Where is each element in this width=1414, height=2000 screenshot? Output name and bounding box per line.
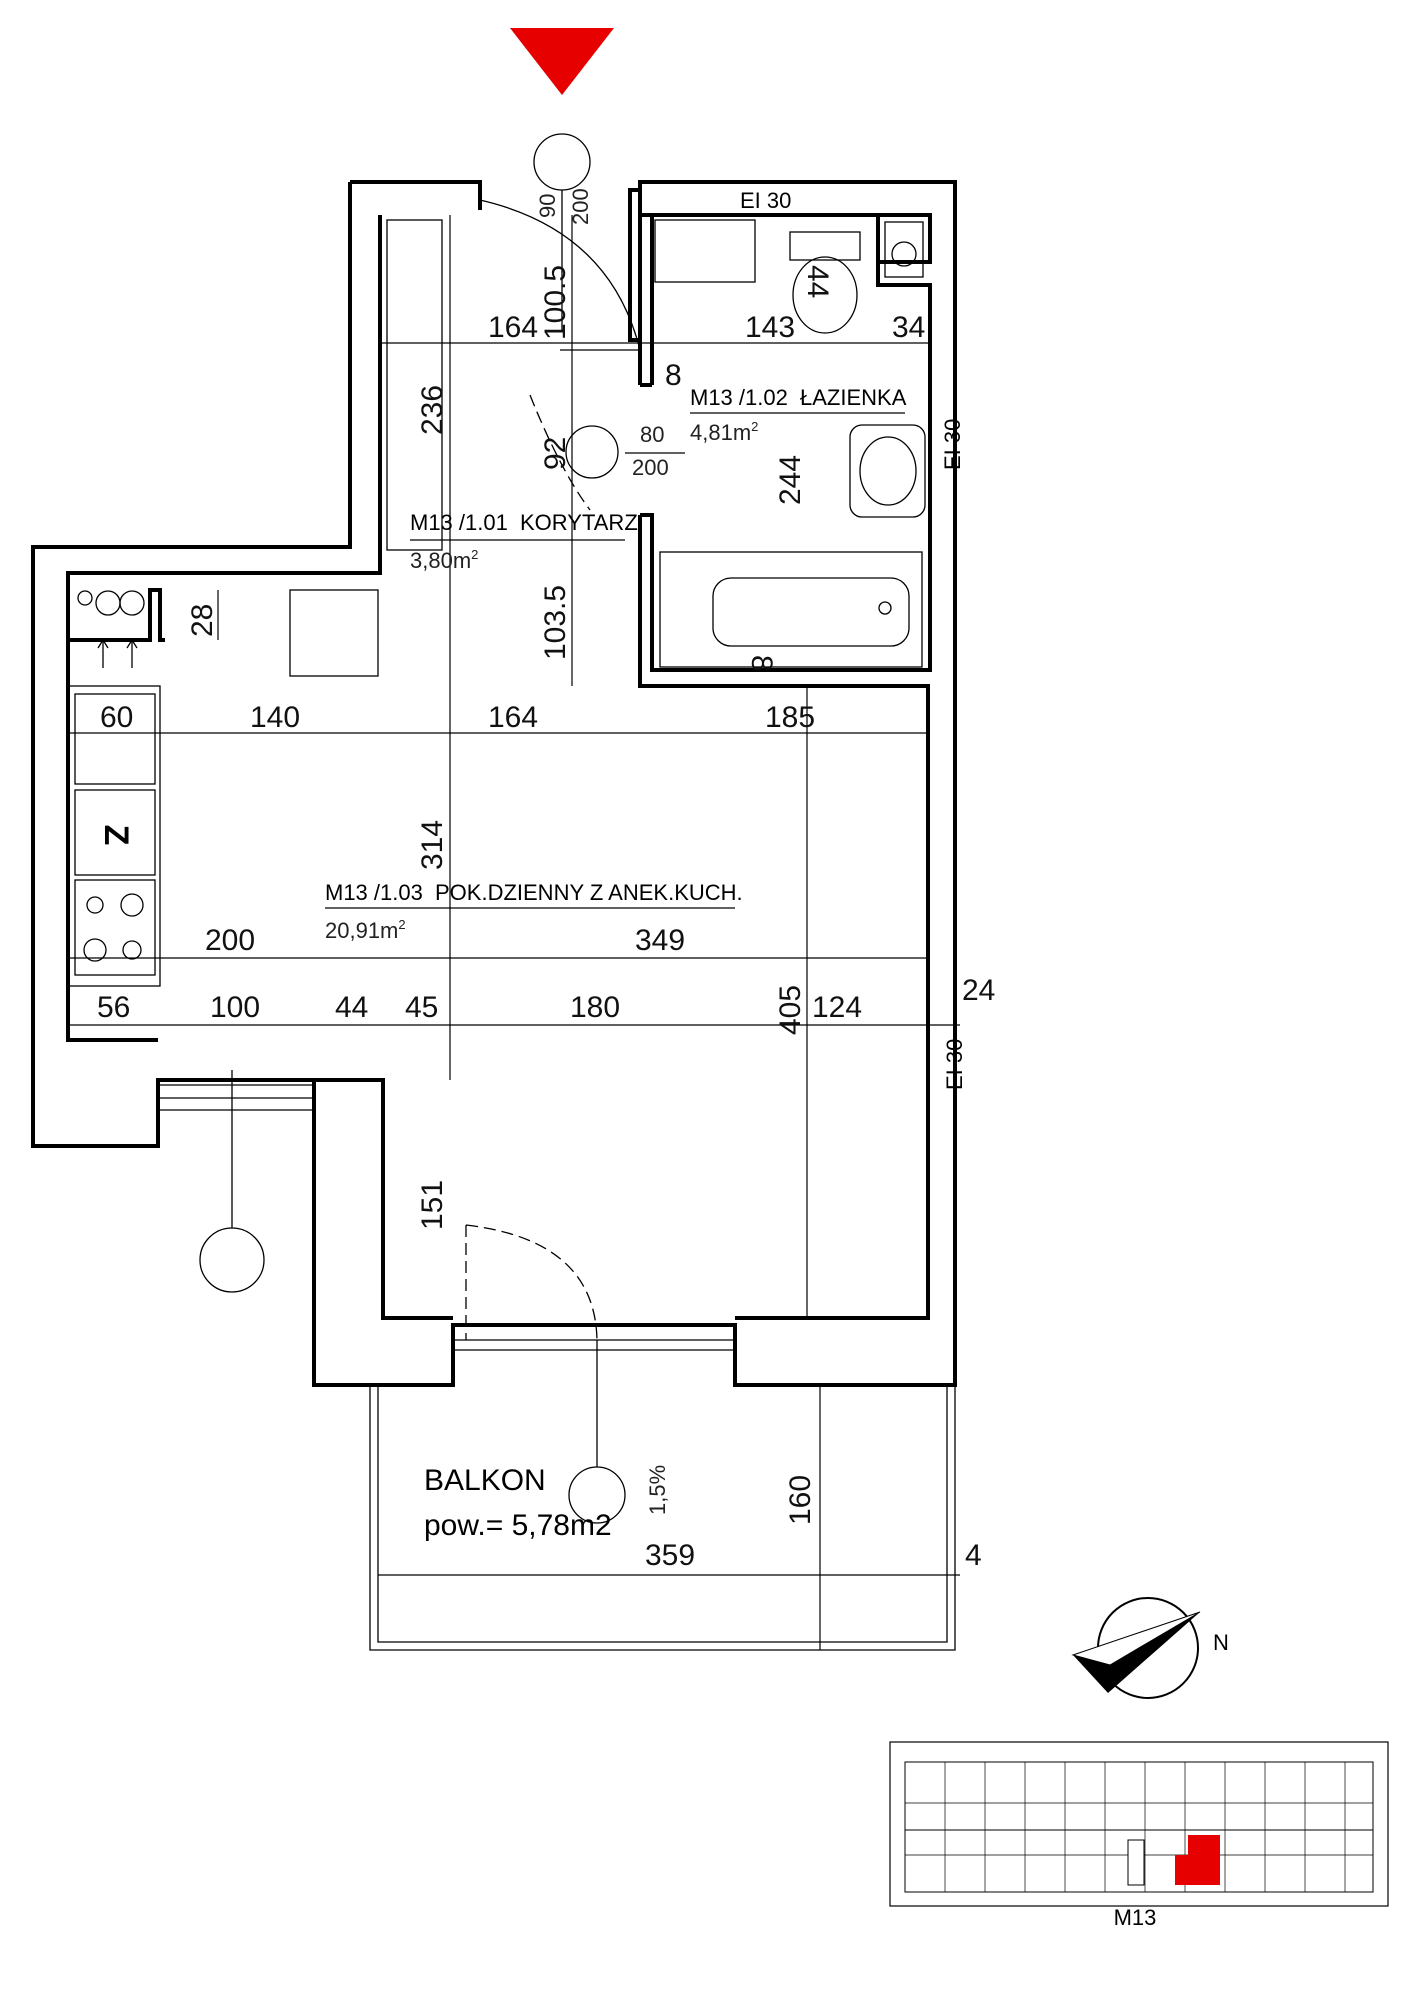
dim-label: 28: [186, 604, 219, 637]
walls: [31, 180, 957, 1387]
dim-label: 44: [801, 265, 834, 298]
dimension-lines: [68, 215, 960, 1650]
living-code: M13 /1.03: [325, 880, 423, 905]
fire-rating-living-right: EI 30: [942, 1039, 967, 1090]
corridor-code: M13 /1.01: [410, 510, 508, 535]
fridge-letter: Z: [97, 825, 135, 846]
fridge-icon: [74, 789, 156, 876]
vent-icon: [119, 590, 145, 616]
bathroom-door-height: 200: [632, 455, 669, 480]
dim-label: 314: [416, 820, 449, 870]
stove-icon: [74, 879, 156, 976]
dim-label: 164: [488, 701, 538, 734]
key-plan-label: M13: [1114, 1905, 1157, 1930]
dim-label: 92: [539, 437, 572, 470]
balcony-slope: 1,5%: [645, 1465, 670, 1515]
corridor-area: 3,80m2: [410, 547, 478, 573]
dim-label: 236: [416, 385, 449, 435]
fire-ratings: EI 30 EI 30 EI 30: [740, 188, 967, 1090]
balcony-labels: BALKON pow.= 5,78m2 1,5% 359 160 4: [424, 1464, 982, 1572]
fire-rating-bathroom-top: EI 30: [740, 188, 791, 213]
room-labels: M13 /1.01 KORYTARZ 3,80m2 M13 /1.02 ŁAZI…: [325, 385, 907, 943]
door-labels: 90 200 80 200: [535, 188, 685, 480]
dim-label: 349: [635, 924, 685, 957]
entrance-door-width: 90: [535, 194, 560, 218]
sink-icon: [849, 424, 926, 518]
unit-highlight: [1175, 1835, 1220, 1885]
dim-label: 24: [962, 974, 995, 1007]
corridor-name: KORYTARZ: [520, 510, 638, 535]
balcony-width: 359: [645, 1539, 695, 1572]
dim-label: 405: [774, 985, 807, 1035]
dim-label: 124: [812, 991, 862, 1024]
balcony-gap: 4: [965, 1539, 982, 1572]
dim-label: 185: [765, 701, 815, 734]
dim-label: 180: [570, 991, 620, 1024]
entrance-door-height: 200: [568, 188, 593, 225]
bathroom-code: M13 /1.02: [690, 385, 788, 410]
balcony-area: pow.= 5,78m2: [424, 1509, 612, 1542]
dim-label: 34: [892, 311, 925, 344]
dim-label: 8: [665, 359, 682, 392]
bathroom-area: 4,81m2: [690, 419, 758, 445]
dim-label: 244: [774, 455, 807, 505]
dim-label: 60: [100, 701, 133, 734]
bathtub-icon: [659, 551, 923, 668]
entrance-marker: [510, 28, 614, 95]
dim-label: 103.5: [539, 585, 572, 660]
dim-label: 100: [210, 991, 260, 1024]
balcony-name: BALKON: [424, 1464, 546, 1497]
boiler-icon: [884, 221, 924, 278]
dim-label: 8: [745, 655, 778, 672]
toilet-icon: [789, 231, 861, 261]
dim-label: 100.5: [539, 265, 572, 340]
vent-icon: [95, 590, 121, 616]
fixtures: [67, 133, 926, 1524]
living-name: POK.DZIENNY Z ANEK.KUCH.: [435, 880, 743, 905]
key-plan: M13: [889, 1741, 1389, 1930]
dim-label: 45: [405, 991, 438, 1024]
compass-north-label: N: [1213, 1630, 1229, 1655]
dim-label: 164: [488, 311, 538, 344]
bathroom-name: ŁAZIENKA: [800, 385, 907, 410]
dim-label: 200: [205, 924, 255, 957]
bathroom-door-width: 80: [640, 422, 664, 447]
dim-label: 56: [97, 991, 130, 1024]
compass: N: [1071, 1597, 1229, 1699]
dim-label: 140: [250, 701, 300, 734]
fire-rating-bathroom-right: EI 30: [940, 419, 965, 470]
balcony-depth: 160: [784, 1475, 817, 1525]
kitchen-sink-icon: [74, 693, 156, 785]
dim-label: 143: [745, 311, 795, 344]
dim-label: 151: [416, 1180, 449, 1230]
dim-label: 44: [335, 991, 368, 1024]
living-area: 20,91m2: [325, 917, 406, 943]
dimension-labels: 164 143 34 100.5 236 8 92 244 103.5 28 4…: [97, 265, 995, 1230]
balcony-outline: [369, 1385, 956, 1651]
